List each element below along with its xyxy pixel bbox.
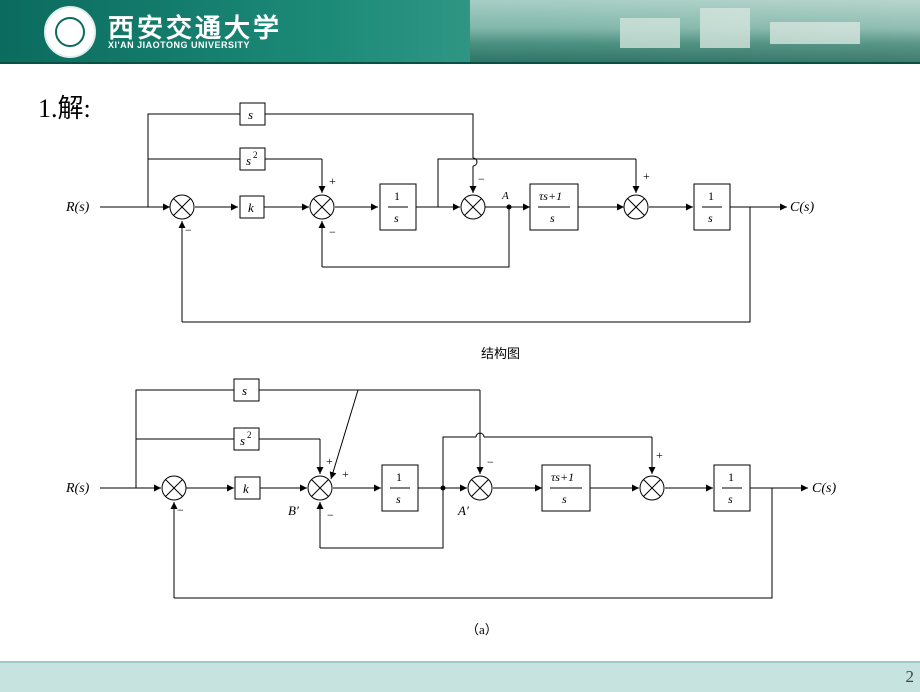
top-lead-num: τs+1	[539, 189, 562, 203]
bottom-point-a-prime: A′	[457, 503, 469, 518]
bottom-sign-minus-3: −	[487, 455, 494, 469]
university-name-en: XI'AN JIAOTONG UNIVERSITY	[108, 40, 250, 50]
top-sign-plus-2: +	[643, 169, 650, 183]
bottom-sign-minus-2: −	[177, 503, 184, 517]
bottom-integrator-num: 1	[396, 470, 402, 484]
top-block-s2-base: s	[246, 153, 251, 168]
bottom-input-label: R(s)	[65, 481, 90, 496]
bottom-block-s2-exp: 2	[247, 430, 252, 440]
page-number: 2	[905, 667, 915, 686]
top-point-a: A	[501, 190, 509, 202]
top-block-k-label: k	[248, 200, 254, 215]
top-block-s-label: s	[248, 107, 253, 122]
top-caption: 结构图	[481, 346, 520, 361]
campus-photo	[470, 0, 920, 62]
top-diagram-labels: R(s) C(s) s s 2 k 1 s τs+1 s 1 s A + − −…	[65, 107, 814, 361]
bottom-output-label: C(s)	[812, 481, 836, 496]
top-integrator-num: 1	[394, 189, 400, 203]
bottom-integrator-den: s	[396, 492, 401, 506]
bottom-node-a-prime	[440, 485, 446, 491]
bottom-sign-plus-3: +	[656, 448, 663, 462]
top-lead-den: s	[550, 211, 555, 225]
top-input-label: R(s)	[65, 200, 90, 215]
bottom-block-diagram	[100, 378, 808, 599]
bottom-block-s-label: s	[242, 383, 247, 398]
top-node-a	[506, 204, 512, 210]
university-name-cn: 西安交通大学	[108, 14, 283, 44]
bottom-final-den: s	[728, 492, 733, 506]
slide-footer: 2	[0, 661, 920, 692]
top-sign-minus-1: −	[329, 225, 336, 239]
university-logo	[44, 6, 96, 58]
slide-header: 西安交通大学 XI'AN JIAOTONG UNIVERSITY	[0, 0, 920, 64]
top-sign-minus-3: −	[478, 172, 485, 186]
bottom-caption: （a）	[466, 622, 498, 637]
top-integrator-den: s	[394, 211, 399, 225]
bottom-sign-plus-1: +	[326, 454, 333, 468]
top-block-s2-exp: 2	[253, 150, 258, 160]
top-block-diagram	[100, 102, 787, 323]
bottom-sign-plus-2: +	[342, 467, 349, 481]
bottom-sign-minus-1: −	[327, 508, 334, 522]
bottom-block-s2-base: s	[240, 433, 245, 448]
bottom-final-num: 1	[728, 470, 734, 484]
top-final-num: 1	[708, 189, 714, 203]
top-final-den: s	[708, 211, 713, 225]
top-sign-plus-1: +	[329, 174, 336, 188]
top-sign-minus-2: −	[185, 223, 192, 237]
bottom-lead-num: τs+1	[551, 470, 574, 484]
solution-label: 1.解:	[38, 94, 91, 123]
bottom-lead-den: s	[562, 492, 567, 506]
top-output-label: C(s)	[790, 200, 814, 215]
bottom-diagram-labels: R(s) C(s) s s 2 k 1 s τs+1 s 1 s B′ A′ +…	[65, 383, 836, 637]
bottom-point-b-prime: B′	[288, 503, 299, 518]
bottom-block-k-label: k	[243, 481, 249, 496]
